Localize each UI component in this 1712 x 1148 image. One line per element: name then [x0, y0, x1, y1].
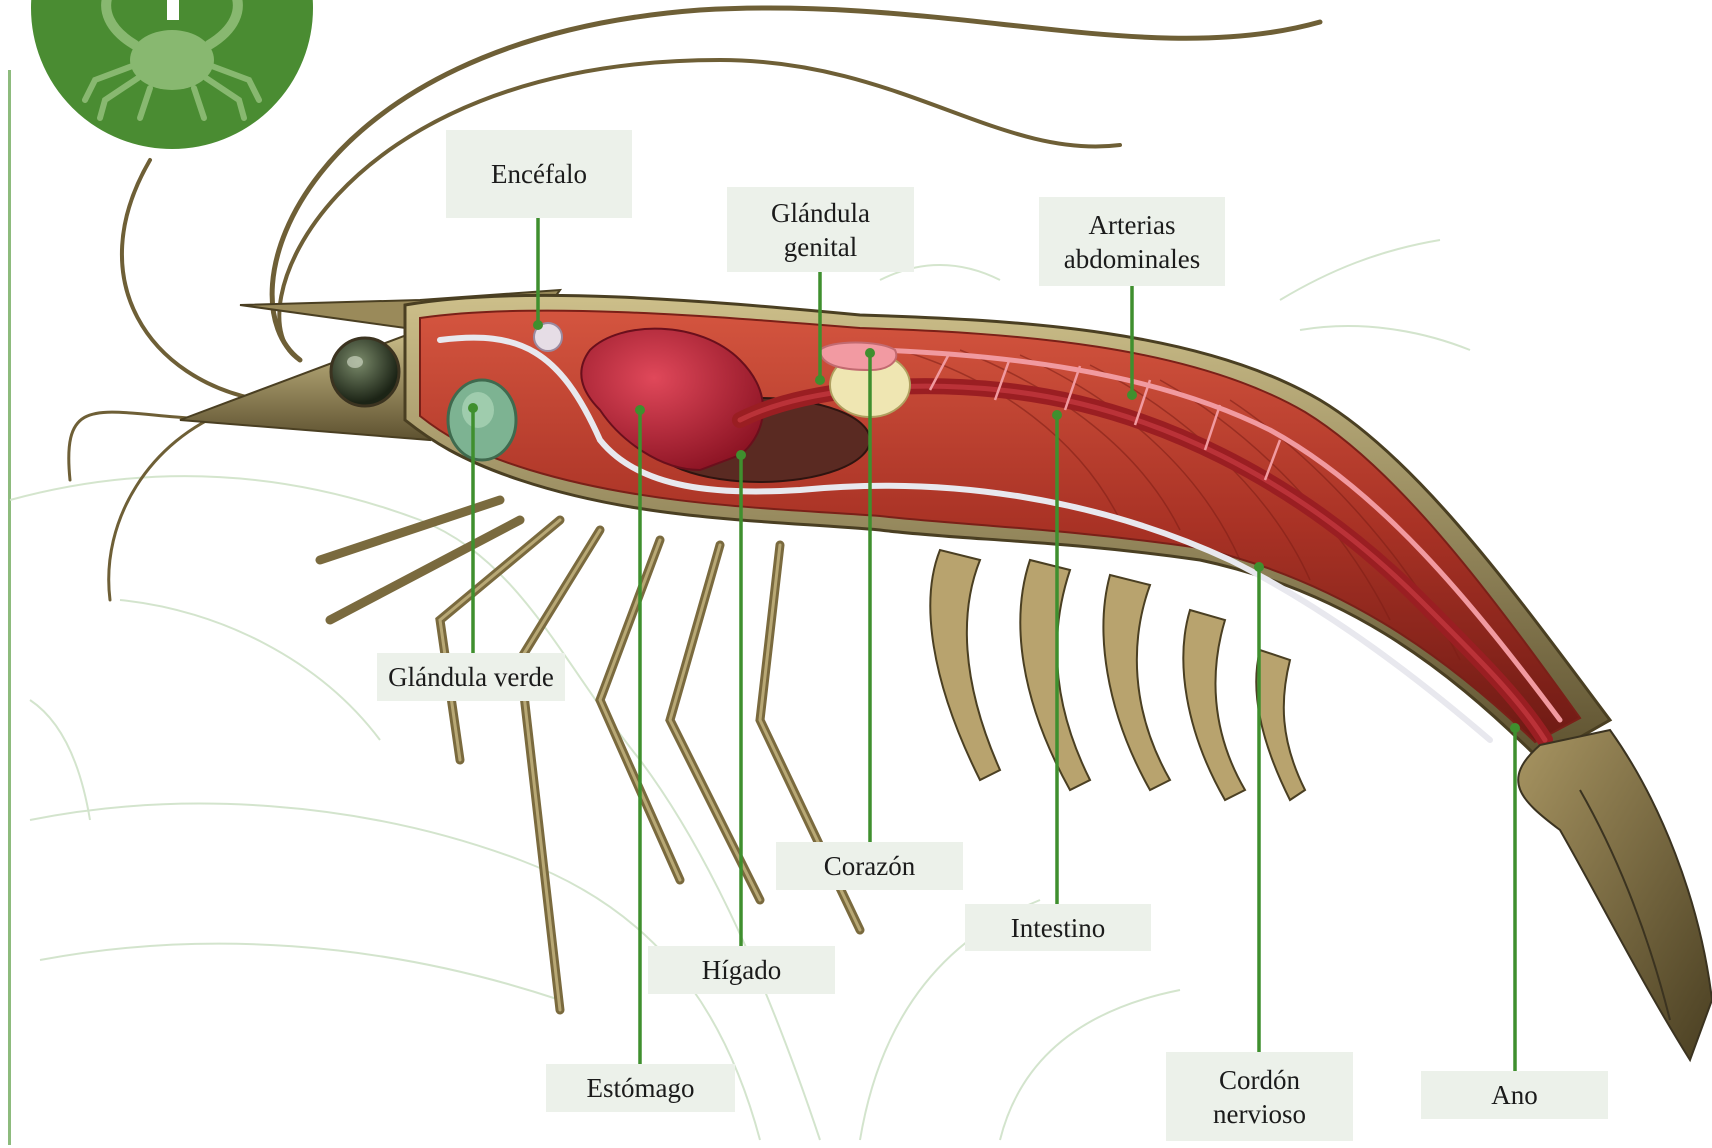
label-intestino: Intestino — [965, 904, 1151, 951]
label-ano: Ano — [1421, 1071, 1608, 1119]
label-glandula-genital: Glándula genital — [727, 187, 914, 272]
swimmerets — [930, 550, 1305, 800]
label-cordon-nervioso: Cordón nervioso — [1166, 1052, 1353, 1141]
label-glandula-verde: Glándula verde — [377, 653, 565, 701]
crab-badge — [22, 0, 322, 158]
walking-legs — [320, 500, 860, 1010]
walking-legs-highlight — [440, 520, 860, 1010]
label-arterias-abdominales: Arterias abdominales — [1039, 197, 1225, 286]
label-higado: Hígado — [648, 946, 835, 994]
label-encefalo: Encéfalo — [446, 130, 632, 218]
tail-fan — [1518, 730, 1712, 1060]
label-corazon: Corazón — [776, 842, 963, 890]
label-estomago: Estómago — [546, 1064, 735, 1112]
